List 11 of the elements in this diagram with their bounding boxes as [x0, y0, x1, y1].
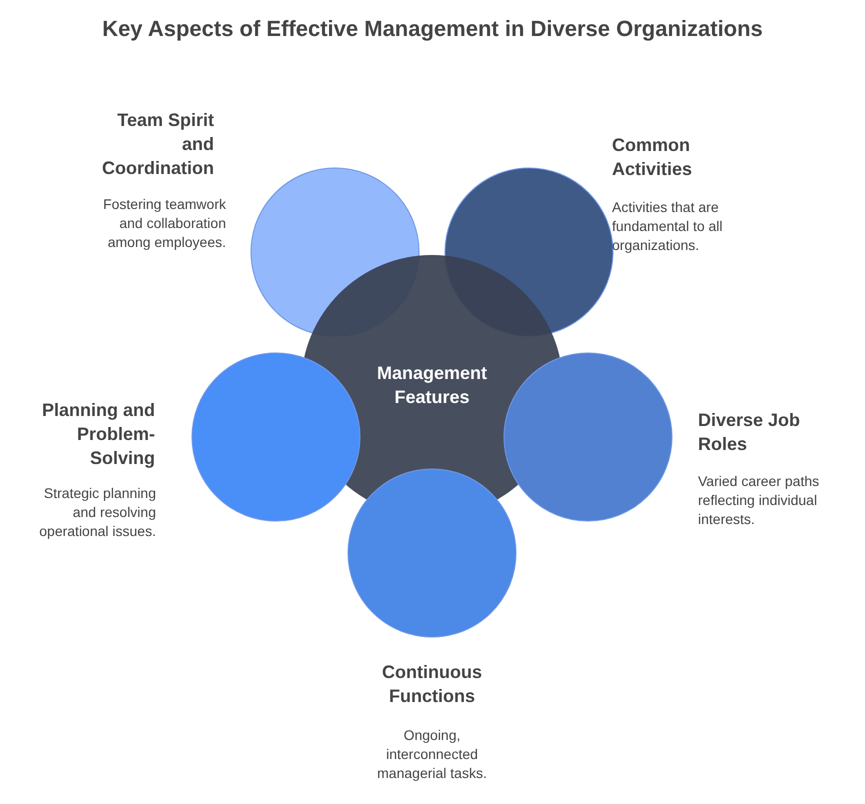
description: Fostering teamwork and collaboration among employees. [102, 195, 226, 252]
heading: Team Spirit and Coordination [101, 109, 214, 180]
heading: Continuous Functions [381, 661, 483, 708]
description: Strategic planning and resolving operational issues. [38, 484, 156, 541]
diagram-title: Key Aspects of Effective Management in Diverse Organizations [101, 16, 764, 42]
description: Varied career paths reflecting individual interests. [698, 472, 820, 529]
center-label: Management Features [376, 362, 488, 409]
heading: Planning and Problem-Solving [40, 399, 155, 470]
heading: Diverse Job Roles [698, 409, 802, 456]
heading: Common Activities [612, 134, 694, 181]
description: Ongoing, interconnected managerial tasks. [376, 726, 488, 783]
